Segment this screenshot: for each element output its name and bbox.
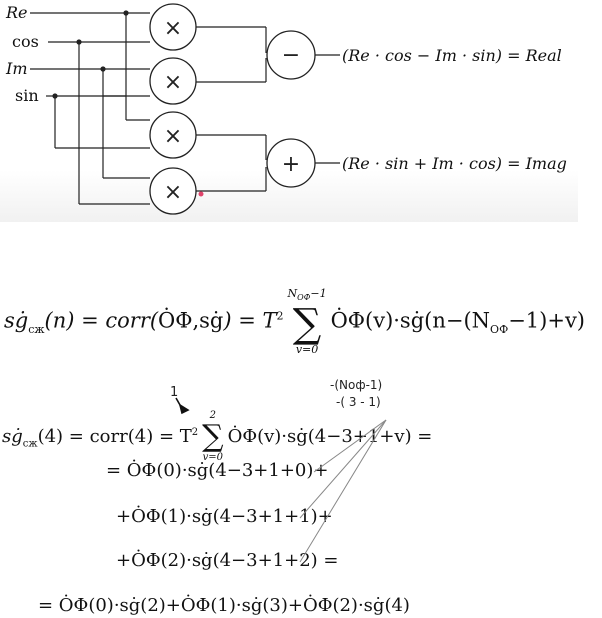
output-imag-label: (Re · sin + Im · cos) = Imag: [342, 154, 567, 173]
formula-term-2: +ȮΦ(2)·sġ(4−3+1+2) =: [116, 550, 339, 571]
annotation-noph-minus-1: -(Noф-1): [330, 378, 383, 392]
input-sin-label: sin: [15, 86, 39, 105]
mult-1-symbol: ×: [164, 16, 182, 41]
input-re-label: Re: [5, 3, 28, 22]
f2-sup: 2: [191, 427, 199, 438]
annotation-one: 1: [170, 385, 179, 400]
f2-rest-a: (4) = corr(4) = T: [37, 426, 192, 447]
f1-body: ȮΦ(v)·sġ(n−(N: [330, 308, 491, 333]
subtractor: [266, 30, 316, 80]
f2-lhs-sub: сж: [22, 438, 38, 450]
f2-sum: 2∑v=0: [202, 410, 224, 463]
minus-symbol: −: [282, 43, 300, 68]
formula-term-0: = ȮΦ(0)·sġ(4−3+1+0)+: [106, 460, 329, 481]
formula-result: = ȮΦ(0)·sġ(2)+ȮΦ(1)·sġ(3)+ȮΦ(2)·sġ(4): [38, 595, 410, 616]
adder: [266, 138, 316, 188]
f1-sup: 2: [276, 309, 284, 323]
annotation-3-minus-1: -( 3 - 1): [336, 395, 381, 409]
f1-body-sub: ОФ: [490, 322, 509, 336]
input-im-label: Im: [5, 59, 28, 78]
f1-lhs-sub: сж: [28, 322, 45, 336]
diagram-svg: × × × × − + Re cos Im sin (Re · cos − Im…: [5, 3, 567, 215]
mult-2-symbol: ×: [164, 70, 182, 95]
f2-body: ȮΦ(v)·sġ(4−3+1+v) =: [227, 426, 433, 447]
f1-sum: NОФ−1∑v=0: [287, 287, 327, 357]
mult-3-symbol: ×: [164, 124, 182, 149]
plus-symbol: +: [282, 152, 300, 177]
multiplier-2: [149, 57, 197, 105]
f1-lhs: sġ: [4, 308, 29, 333]
input-cos-label: cos: [12, 32, 39, 51]
arrow-one-head: [178, 403, 190, 415]
iq-mixer-diagram: × × × × − + Re cos Im sin (Re · cos − Im…: [0, 0, 578, 222]
arrow-to-term-2: [299, 419, 387, 563]
multiplier-3: [149, 111, 197, 159]
f1-body-rest: −1)+v): [508, 308, 586, 333]
arrow-to-term-0: [313, 419, 387, 473]
arrow-to-term-1: [299, 419, 387, 519]
multiplier-1: [149, 3, 197, 51]
f1-eq-mid: ) = T: [223, 308, 277, 333]
formula-term-1: +ȮΦ(1)·sġ(4−3+1+1)+: [116, 506, 333, 527]
output-real-label: (Re · cos − Im · sin) = Real: [342, 46, 562, 65]
f2-lhs: sġ: [2, 426, 23, 447]
mult-4-symbol: ×: [164, 180, 182, 205]
f1-lhs-arg: (n) = corr(: [44, 308, 159, 333]
cursor-dot: [198, 191, 204, 197]
f1-corr-args: ȮΦ,sġ: [158, 308, 224, 333]
multiplier-4: [149, 167, 197, 215]
